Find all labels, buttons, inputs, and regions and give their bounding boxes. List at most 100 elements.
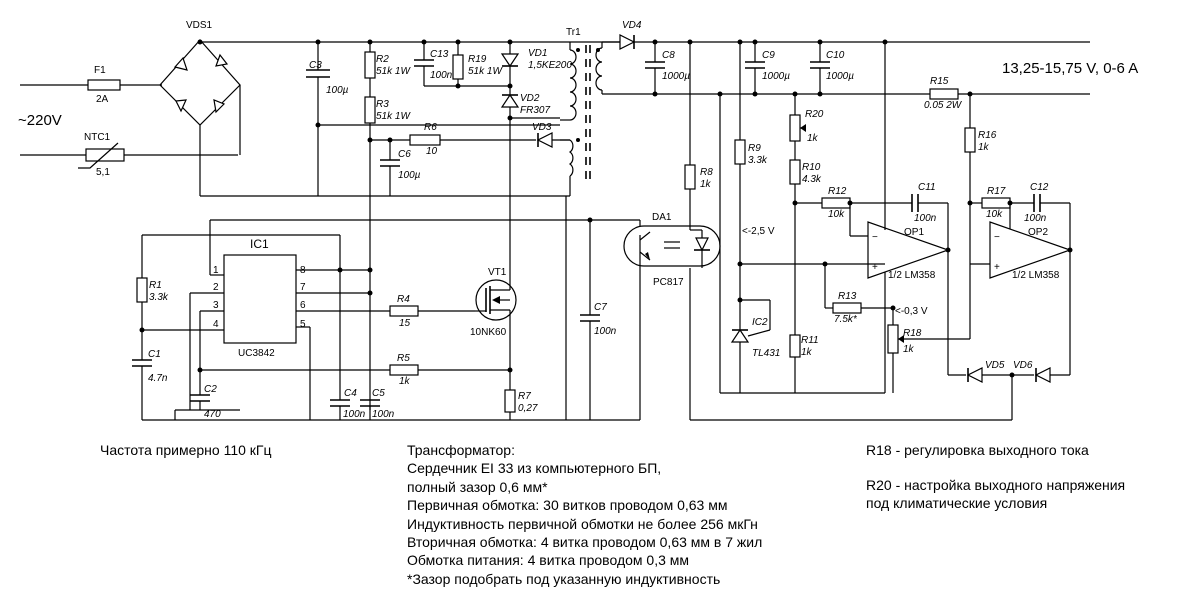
mains-input: ~220V (18, 84, 238, 156)
resistor-r2: R2 51k 1W (364, 42, 411, 97)
svg-text:R19: R19 (468, 54, 487, 65)
svg-text:1000µ: 1000µ (826, 71, 854, 82)
svg-text:R5: R5 (397, 353, 410, 364)
diode-vd5: VD5 (966, 360, 1012, 383)
svg-text:C5: C5 (372, 388, 385, 399)
svg-text:1k: 1k (807, 133, 819, 144)
svg-text:R16: R16 (978, 130, 997, 141)
resistor-r3: R3 51k 1W (364, 96, 411, 410)
svg-text:100n: 100n (914, 213, 937, 224)
r20-note: R20 - настройка выходного напряжения под… (866, 476, 1125, 513)
optocoupler-da1: DA1 PC817 (623, 212, 721, 288)
svg-text:0.05 2W: 0.05 2W (924, 100, 963, 111)
resistor-r12: R12 10k (795, 186, 912, 220)
svg-text:7.5k*: 7.5k* (834, 314, 858, 325)
transformer-note-line: Индуктивность первичной обмотки не более… (407, 515, 758, 532)
resistor-r10: R10 4.3k (789, 159, 822, 335)
svg-text:R17: R17 (987, 186, 1006, 197)
svg-text:7: 7 (300, 282, 306, 293)
svg-text:10k: 10k (986, 209, 1003, 220)
svg-text:C7: C7 (594, 302, 607, 313)
mains-voltage-label: ~220V (18, 112, 62, 129)
transformer-note-line: Первичная обмотка: 30 витков проводом 0,… (407, 497, 728, 514)
resistor-r9: R9 3.3k (734, 42, 768, 300)
svg-text:100µ: 100µ (398, 170, 421, 181)
transformer-note-line: Обмотка питания: 4 витка проводом 0,3 мм (407, 552, 690, 569)
svg-text:R4: R4 (397, 294, 410, 305)
svg-text:OP2: OP2 (1028, 227, 1048, 238)
svg-text:VD5: VD5 (985, 360, 1005, 371)
resistor-r13: R13 7.5k* (824, 264, 893, 325)
svg-text:1k: 1k (903, 344, 915, 355)
thermistor-ntc1: NTC1 5,1 (78, 132, 125, 178)
svg-text:100n: 100n (594, 326, 617, 337)
capacitor-c8: C8 1000µ (645, 42, 690, 94)
capacitor-c11: C11 100n (911, 182, 948, 224)
transformer-note-line: полный зазор 0,6 мм* (407, 478, 548, 495)
svg-text:R15: R15 (930, 76, 949, 87)
svg-text:IC1: IC1 (250, 237, 269, 251)
capacitor-c5: C5 100n (360, 388, 395, 420)
r18-note: R18 - регулировка выходного тока (866, 442, 1089, 458)
svg-text:10: 10 (426, 146, 438, 157)
svg-text:15: 15 (399, 318, 411, 329)
resistor-r7: R7 0,27 (504, 389, 538, 420)
resistor-r8: R8 1k (684, 42, 713, 230)
capacitor-c3: C3 100µ (306, 42, 349, 196)
svg-text:F1: F1 (94, 65, 106, 76)
capacitor-c7: C7 100n (580, 220, 617, 420)
bridge-rectifier-vds1: VDS1 (159, 20, 1090, 196)
r20-note-line: R20 - настройка выходного напряжения (866, 477, 1126, 493)
svg-text:VDS1: VDS1 (186, 20, 213, 31)
resistor-r11: R11 1k (789, 334, 819, 393)
svg-text:10NK60: 10NK60 (470, 327, 507, 338)
svg-text:VD6: VD6 (1013, 360, 1033, 371)
capacitor-c13: C13 100n (414, 42, 453, 86)
vref-25v-label: <-2,5 V (742, 226, 775, 237)
svg-text:3.3k: 3.3k (748, 155, 768, 166)
svg-text:C2: C2 (204, 384, 217, 395)
svg-text:100n: 100n (1024, 213, 1047, 224)
svg-text:1,5KE200: 1,5KE200 (528, 60, 572, 71)
capacitor-c9: C9 1000µ (745, 42, 790, 94)
transformer-note-line: Вторичная обмотка: 4 витка проводом 0,63… (407, 534, 763, 551)
svg-text:C6: C6 (398, 149, 411, 160)
svg-text:470: 470 (204, 409, 221, 420)
capacitor-c6: C6 100µ (380, 137, 421, 196)
svg-text:R9: R9 (748, 143, 761, 154)
resistor-r6: R6 10 (370, 122, 500, 157)
frequency-note: Частота примерно 110 кГц (100, 442, 272, 458)
r20-note-line: под климатические условия (866, 495, 1048, 512)
svg-text:C9: C9 (762, 50, 775, 61)
svg-text:FR307: FR307 (520, 105, 550, 116)
resistor-r15: R15 0.05 2W (924, 76, 963, 111)
svg-text:5: 5 (300, 319, 306, 330)
transformer-notes: Трансформатор: Сердечник EI 33 из компью… (407, 441, 762, 588)
tvs-diode-vd1: VD1 1,5KE200 (500, 42, 572, 86)
svg-text:VD2: VD2 (520, 93, 540, 104)
svg-text:+: + (994, 262, 1000, 273)
svg-text:R8: R8 (700, 167, 713, 178)
svg-text:C1: C1 (148, 349, 161, 360)
svg-text:OP1: OP1 (904, 227, 924, 238)
svg-text:10k: 10k (828, 209, 845, 220)
svg-text:−: − (872, 232, 878, 243)
svg-text:5,1: 5,1 (96, 167, 110, 178)
capacitor-c1: C1 4.7n (132, 349, 168, 420)
svg-text:4.7n: 4.7n (148, 373, 168, 384)
svg-text:C11: C11 (918, 182, 936, 193)
capacitor-c4: C4 100n (330, 388, 366, 420)
resistor-r16: R16 1k (964, 94, 997, 264)
svg-text:PC817: PC817 (653, 277, 684, 288)
svg-text:2: 2 (213, 282, 219, 293)
svg-text:2A: 2A (96, 94, 109, 105)
svg-text:1k: 1k (700, 179, 712, 190)
opamp-op1: − + OP1 1/2 LM358 (867, 221, 950, 281)
svg-text:NTC1: NTC1 (84, 132, 111, 143)
svg-text:DA1: DA1 (652, 212, 672, 223)
svg-text:1k: 1k (978, 142, 990, 153)
svg-text:R20: R20 (805, 109, 824, 120)
svg-text:R3: R3 (376, 99, 389, 110)
svg-text:+: + (872, 262, 878, 273)
